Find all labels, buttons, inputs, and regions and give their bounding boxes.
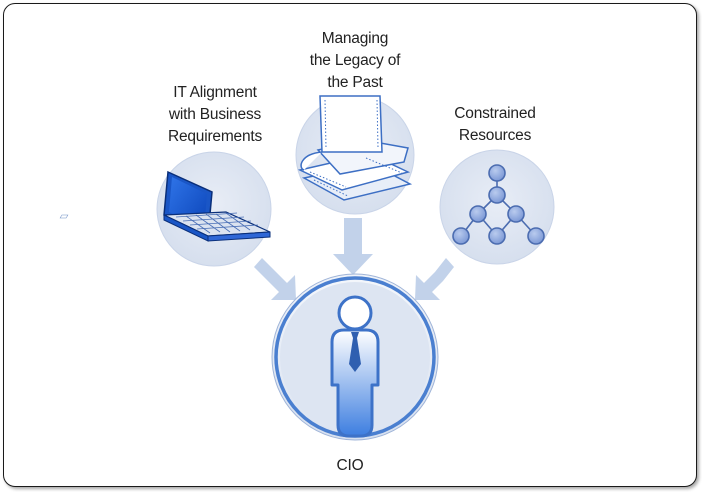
arrow-from-legacy bbox=[333, 218, 373, 275]
cio-label-text: CIO bbox=[336, 457, 364, 474]
resources-label: Constrained Resources bbox=[430, 103, 560, 147]
it-alignment-label-line-1: IT Alignment bbox=[173, 84, 257, 101]
arrow-from-it-alignment bbox=[254, 258, 296, 300]
paper-stack-icon bbox=[297, 95, 413, 201]
resources-label-line-1: Constrained bbox=[454, 105, 536, 122]
legacy-label-line-3: the Past bbox=[327, 74, 383, 91]
cio-label: CIO bbox=[320, 455, 380, 477]
it-alignment-label: IT Alignment with Business Requirements bbox=[145, 82, 285, 148]
person-icon bbox=[330, 295, 380, 438]
laptop-icon bbox=[59, 170, 271, 242]
legacy-label-line-2: the Legacy of bbox=[309, 52, 401, 69]
it-alignment-label-line-3: Requirements bbox=[167, 128, 263, 145]
arrow-from-resources bbox=[415, 258, 454, 300]
resources-label-line-2: Resources bbox=[458, 127, 532, 144]
hierarchy-tree-icon bbox=[452, 164, 545, 245]
legacy-label: Managing the Legacy of the Past bbox=[290, 28, 420, 94]
it-alignment-label-line-2: with Business bbox=[168, 106, 262, 123]
legacy-label-line-1: Managing bbox=[321, 30, 389, 47]
